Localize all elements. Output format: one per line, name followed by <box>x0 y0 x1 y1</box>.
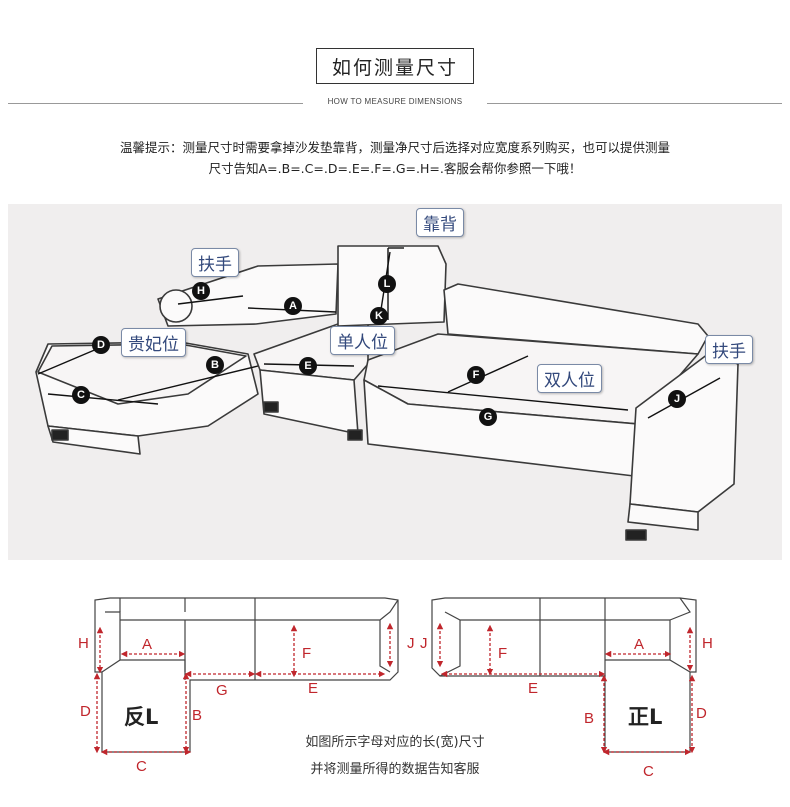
tip-line-2: 尺寸告知A=.B=.C=.D=.E=.F=.G=.H=.客服会帮你参照一下哦！ <box>208 161 582 176</box>
left-label-a: A <box>142 636 153 653</box>
left-label-h: H <box>78 635 89 652</box>
title-divider-right <box>487 103 782 104</box>
right-label-b: B <box>584 710 595 727</box>
title-divider-left <box>8 103 303 104</box>
marker-f: F <box>467 366 485 384</box>
sofa-sketch-photo: 靠背 扶手 贵妃位 单人位 双人位 扶手 A B C D E F G H J K… <box>8 204 782 560</box>
right-label-h: H <box>702 635 713 652</box>
page-title: 如何测量尺寸 <box>316 48 474 84</box>
marker-k: K <box>370 307 388 325</box>
right-label-c: C <box>643 763 654 780</box>
right-label-a: A <box>634 636 645 653</box>
callout-single-seat: 单人位 <box>330 326 395 355</box>
right-label-j: J <box>420 635 428 652</box>
callout-chaise: 贵妃位 <box>121 328 186 357</box>
marker-g: G <box>479 408 497 426</box>
note-line-1: 如图所示字母对应的长(宽)尺寸 <box>305 735 485 750</box>
page-subtitle: HOW TO MEASURE DIMENSIONS <box>327 97 463 106</box>
callout-backrest: 靠背 <box>416 208 464 237</box>
left-label-g: G <box>216 682 228 699</box>
right-label-e: E <box>528 680 539 697</box>
tip-line-1: 温馨提示：测量尺寸时需要拿掉沙发垫靠背，测量净尺寸后选择对应宽度系列购买，也可以… <box>119 140 670 155</box>
left-label-e: E <box>308 680 319 697</box>
right-label-f: F <box>498 645 508 662</box>
left-label-d: D <box>80 703 91 720</box>
right-layout-name: 正L <box>628 705 663 729</box>
left-layout-name: 反L <box>124 705 159 729</box>
marker-l: L <box>378 275 396 293</box>
marker-j: J <box>668 390 686 408</box>
marker-a: A <box>284 297 302 315</box>
marker-b: B <box>206 356 224 374</box>
callout-armrest-left: 扶手 <box>191 248 239 277</box>
marker-h: H <box>192 282 210 300</box>
left-label-b: B <box>192 707 203 724</box>
marker-d: D <box>92 336 110 354</box>
callout-double-seat: 双人位 <box>537 364 602 393</box>
right-label-d: D <box>696 705 707 722</box>
left-label-c: C <box>136 758 147 775</box>
measurement-tip: 温馨提示：测量尺寸时需要拿掉沙发垫靠背，测量净尺寸后选择对应宽度系列购买，也可以… <box>30 137 760 179</box>
note-line-2: 并将测量所得的数据告知客服 <box>310 762 480 777</box>
callout-armrest-right: 扶手 <box>705 335 753 364</box>
left-label-j: J <box>407 635 415 652</box>
left-label-f: F <box>302 645 312 662</box>
marker-e: E <box>299 357 317 375</box>
marker-c: C <box>72 386 90 404</box>
